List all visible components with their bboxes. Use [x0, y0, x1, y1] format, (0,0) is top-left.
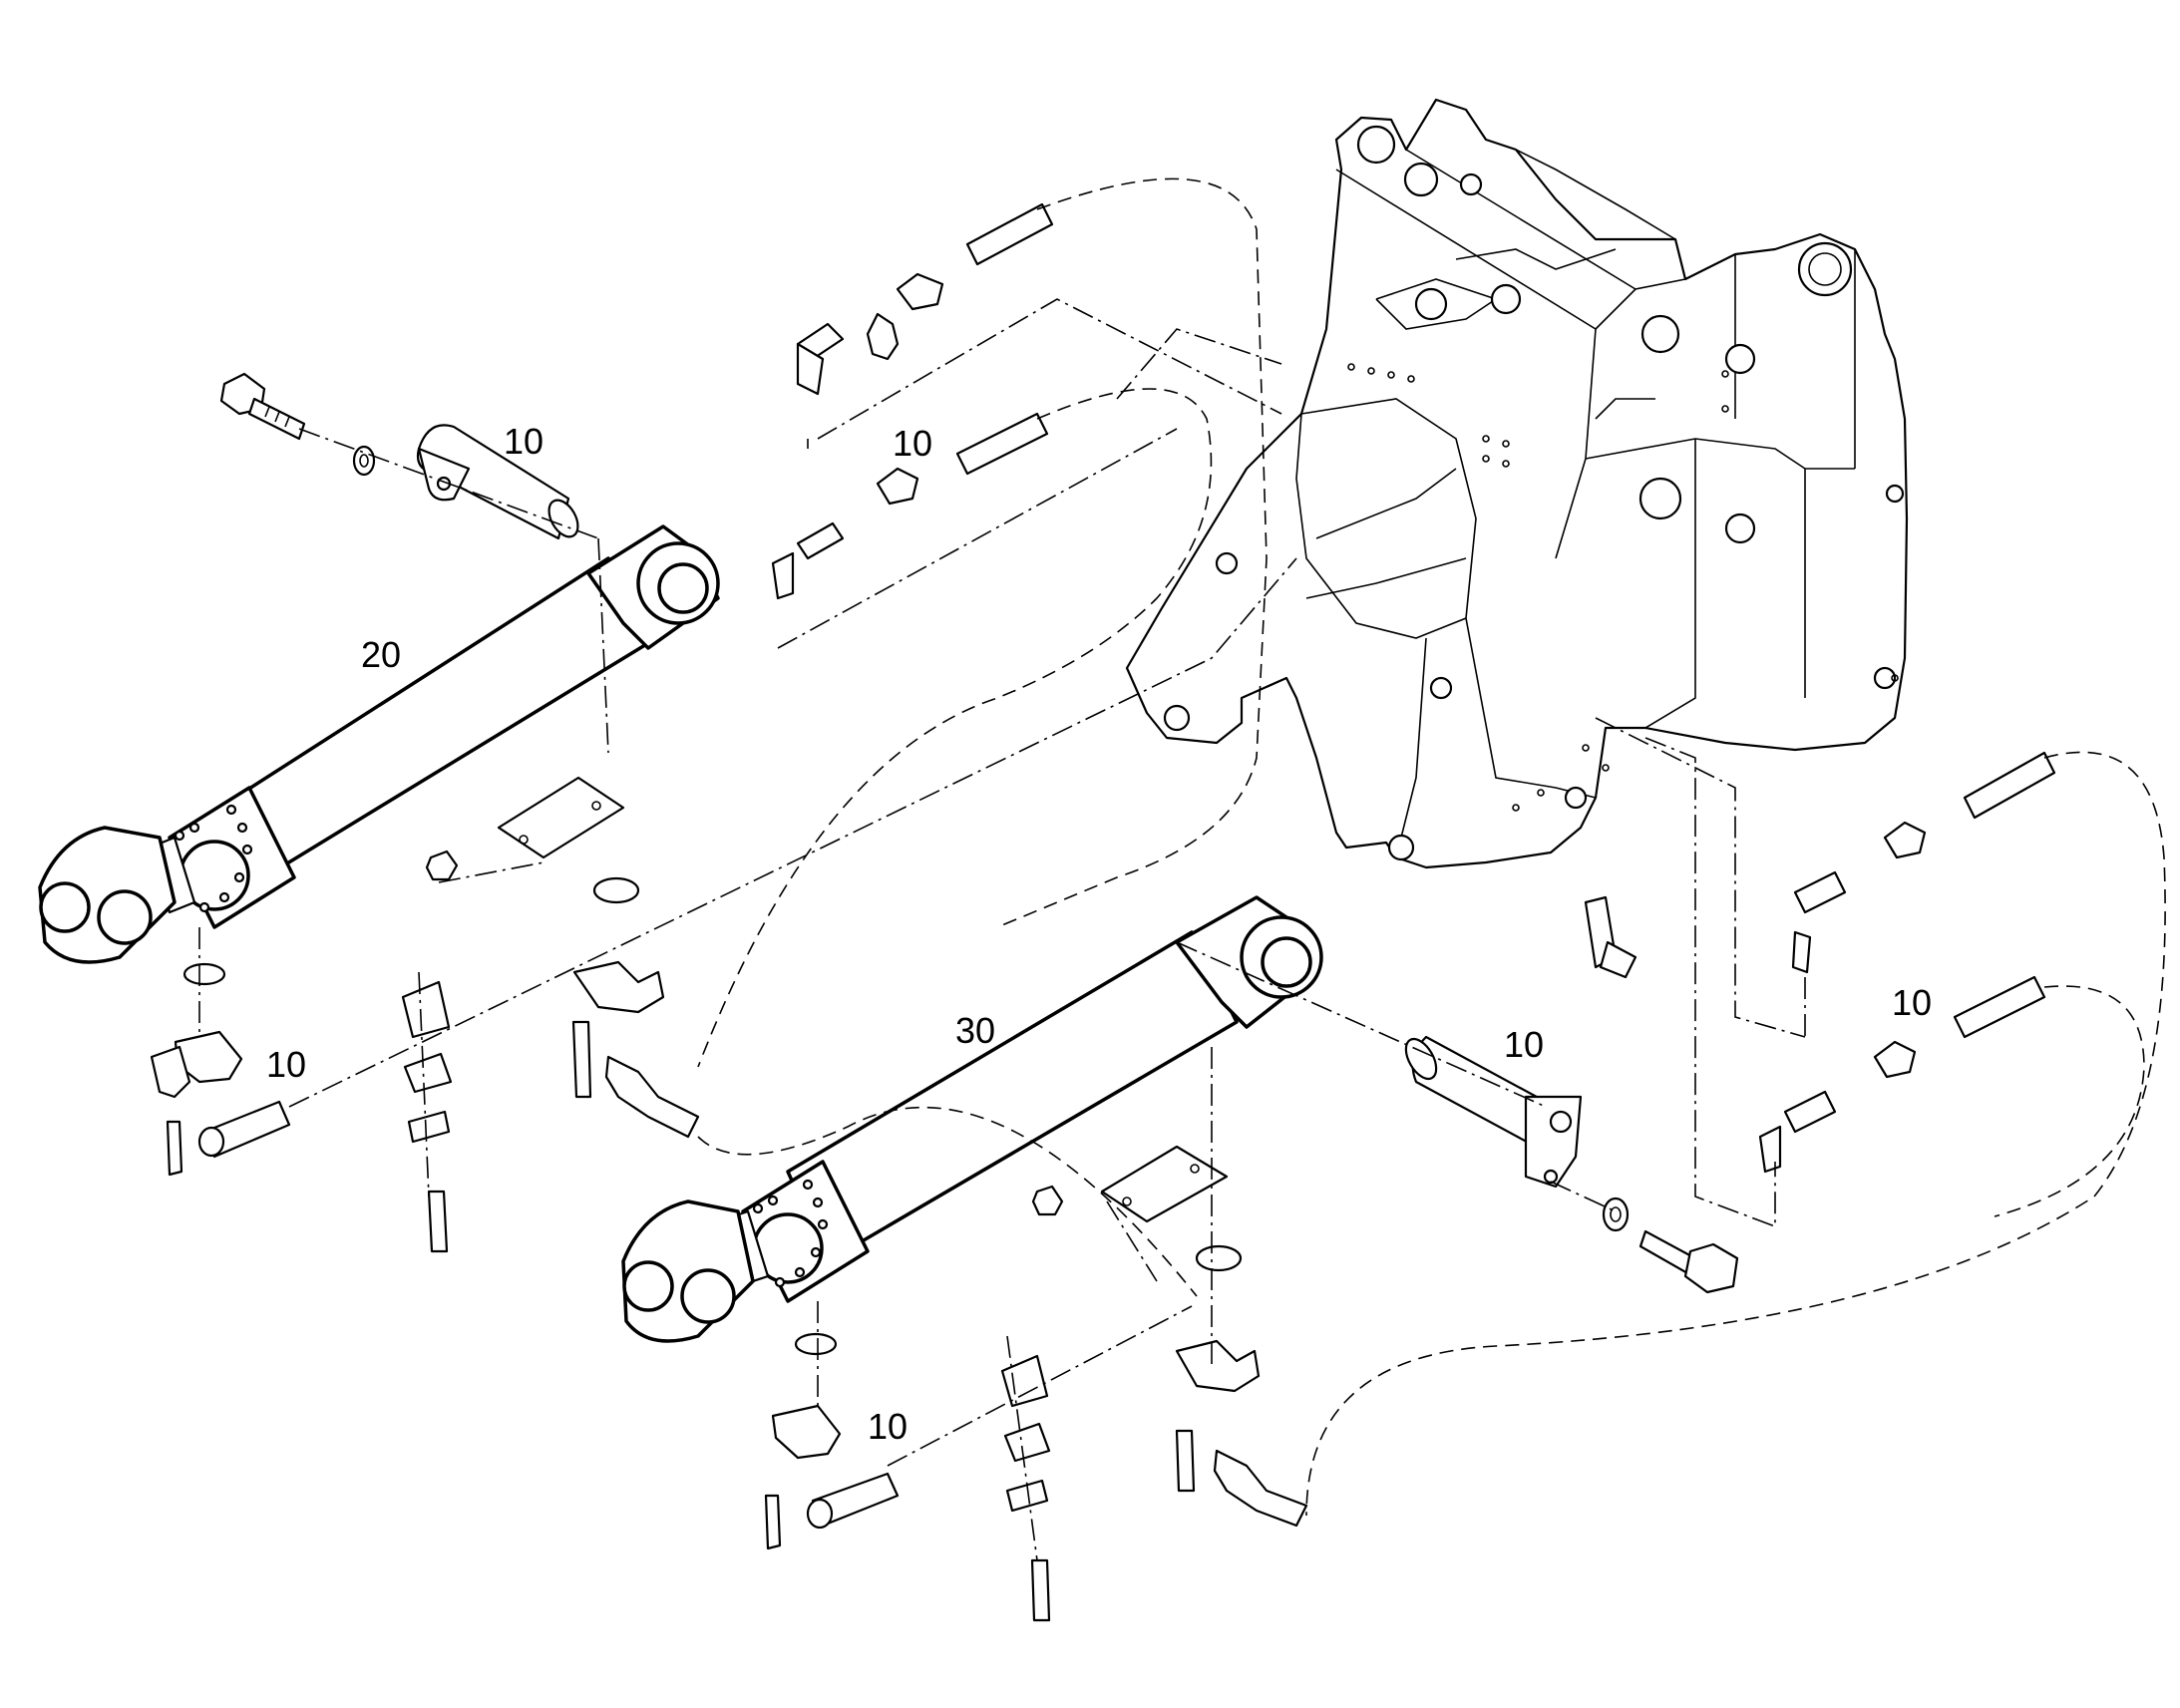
callout-pin-right: 10 [1504, 1024, 1544, 1065]
hose-fittings-right [1584, 751, 2056, 1174]
callout-labels: 10 10 20 10 30 10 10 10 [266, 421, 1932, 1447]
callout-cylinder-30: 30 [955, 1010, 995, 1051]
callout-hose-right: 10 [1892, 982, 1932, 1023]
callout-hose-top: 10 [893, 423, 932, 464]
bolt-right [1602, 1196, 1739, 1294]
hydraulic-cylinder-20 [38, 524, 720, 964]
callout-cylinder-20: 20 [361, 634, 401, 675]
callout-clamp-bottom: 10 [868, 1406, 908, 1447]
hose-fittings-top [771, 202, 1054, 600]
routing-lines [198, 177, 2166, 1561]
pin-top [416, 424, 579, 540]
pin-right [1404, 1035, 1583, 1189]
loader-frame [1125, 98, 1909, 869]
bolt-top [219, 372, 376, 477]
callout-pin-top: 10 [504, 421, 544, 462]
clamp-set-left [150, 776, 700, 1253]
callout-clamp-left: 10 [266, 1044, 306, 1085]
clamp-set-bottom [764, 1145, 1308, 1622]
hydraulic-cylinder-30 [621, 895, 1323, 1343]
